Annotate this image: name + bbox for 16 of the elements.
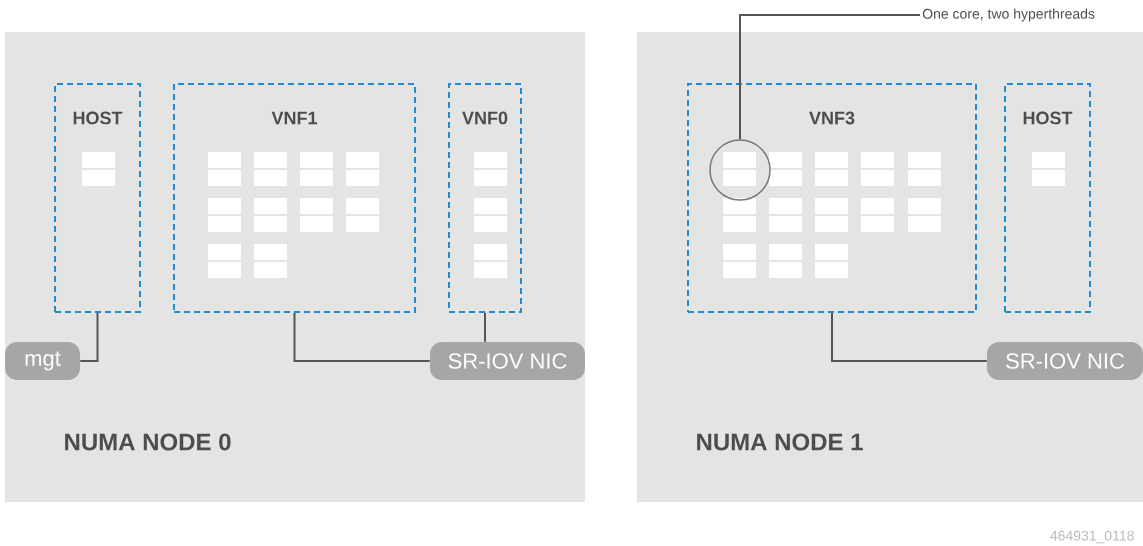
connector-line bbox=[293, 312, 431, 362]
connector-line bbox=[79, 312, 99, 362]
connector-line bbox=[484, 312, 486, 343]
port-label: mgt bbox=[5, 342, 80, 380]
leader-line bbox=[739, 14, 921, 141]
dashed-box: VNF3 bbox=[687, 83, 977, 313]
port-label: SR-IOV NIC bbox=[430, 342, 585, 380]
figure-id: 464931_0118 bbox=[1050, 530, 1134, 544]
highlight-circle bbox=[709, 139, 771, 201]
callout-text: One core, two hyperthreads bbox=[922, 8, 1095, 22]
connector-line bbox=[831, 312, 988, 362]
dashed-box: VNF0 bbox=[448, 83, 522, 313]
dashed-box: HOST bbox=[1004, 83, 1091, 313]
dashed-box: VNF1 bbox=[173, 83, 416, 313]
port-label: SR-IOV NIC bbox=[987, 342, 1143, 380]
dashed-box: HOST bbox=[54, 83, 141, 313]
